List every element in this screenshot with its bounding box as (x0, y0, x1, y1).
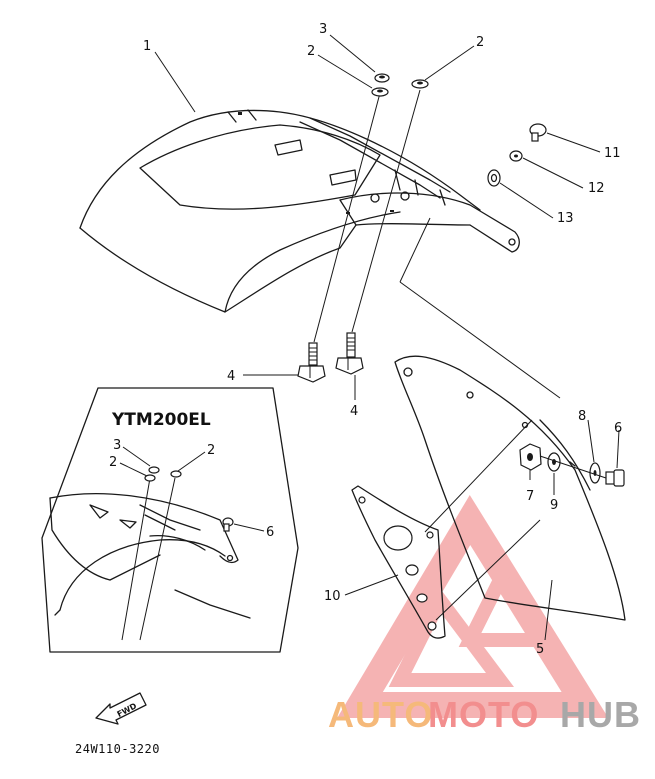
inset-callout-2-right: 2 (207, 443, 215, 458)
nut-3 (374, 73, 390, 83)
bracket-plate (351, 485, 446, 639)
inset-callout-6: 6 (266, 525, 274, 540)
callout-8: 8 (578, 409, 586, 424)
callout-4-right: 4 (350, 404, 358, 419)
inset-callout-3: 3 (113, 438, 121, 453)
leader-flap-top (399, 217, 431, 283)
callout-9: 9 (550, 498, 558, 513)
inset-title: YTM200EL (111, 410, 211, 430)
nut-2-left (371, 87, 389, 97)
diagram-code: 24W110-3220 (75, 742, 160, 756)
inset-callout-2-left: 2 (109, 455, 117, 470)
callout-6: 6 (614, 421, 622, 436)
bolt-right (335, 332, 364, 375)
grommet-13 (487, 169, 501, 187)
fwd-arrow-icon: FWD (95, 692, 147, 725)
callout-12: 12 (588, 181, 605, 196)
leader-plate-flap (424, 419, 533, 533)
callout-13: 13 (557, 211, 574, 226)
screw-11 (529, 123, 547, 142)
leader-bolt-left (313, 92, 381, 343)
leader-bolt-right (351, 89, 421, 333)
leader-hardware (539, 455, 607, 479)
bolt-left (297, 342, 326, 383)
watermark-auto: AUTO (328, 694, 433, 735)
callout-2-left: 2 (307, 44, 315, 59)
callout-10: 10 (324, 589, 341, 604)
watermark-text: AUTO MOTO HUB (328, 694, 641, 735)
callout-4-left: 4 (227, 369, 235, 384)
leader-plate-lower (435, 519, 541, 621)
leader-flap-fender (399, 281, 561, 399)
inset-box: YTM200EL 3 2 2 6 (41, 387, 299, 653)
washer-12 (509, 150, 523, 162)
front-fender (79, 109, 520, 313)
watermark-moto: MOTO (428, 694, 539, 735)
washer-9 (547, 452, 561, 472)
callout-3: 3 (319, 22, 327, 37)
callout-leaders (154, 34, 620, 641)
mud-flap (394, 355, 626, 621)
watermark-hub: HUB (560, 694, 641, 735)
callout-7: 7 (526, 489, 534, 504)
bolt-6 (605, 469, 625, 487)
callout-1: 1 (143, 39, 151, 54)
watermark-logo (337, 494, 609, 718)
callout-11: 11 (604, 146, 621, 161)
callout-5: 5 (536, 642, 544, 657)
nut-7 (519, 443, 542, 471)
callout-2-right: 2 (476, 35, 484, 50)
nut-2-right (411, 79, 429, 89)
